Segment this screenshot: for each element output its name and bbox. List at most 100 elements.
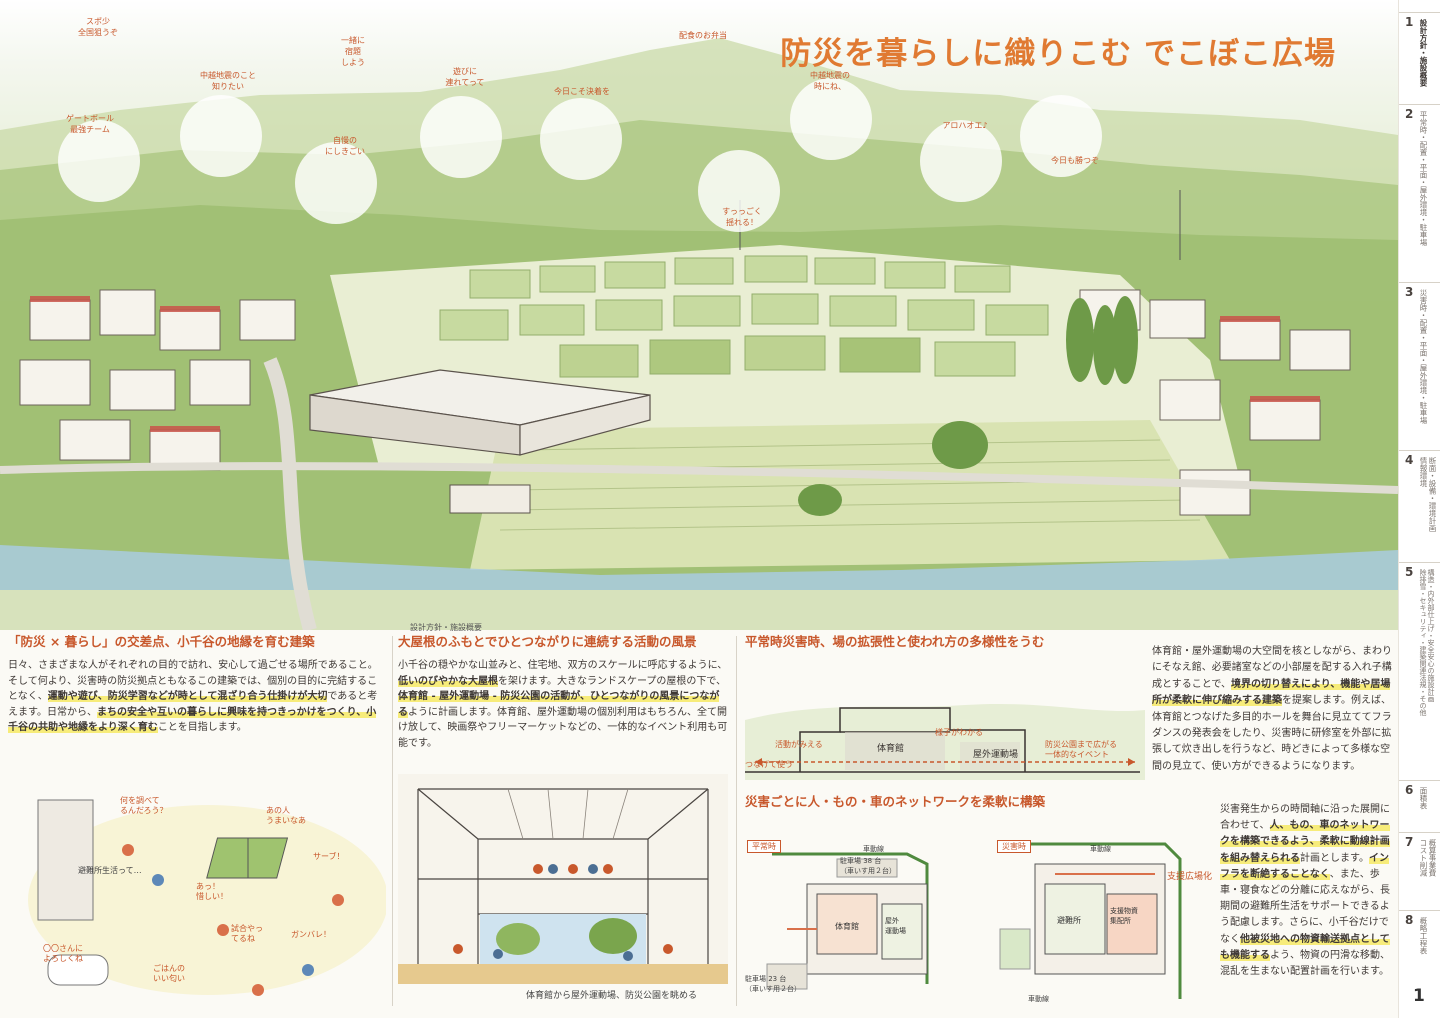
text: を提案します。例えば、体育館とつなげた多目的ホールを舞台に見立ててフラダンスの発… <box>1152 695 1392 772</box>
page-title: 防災を暮らしに織りこむ でこぼこ広場 <box>780 36 1336 72</box>
plan-label: 車動線 <box>1028 995 1049 1003</box>
plan-label: 駐車場 23 台 （車いす用２台） <box>745 975 801 993</box>
sketch-label: ガンバレ！ <box>291 930 331 939</box>
sidebar-num: 3 <box>1405 285 1414 299</box>
bubble-label: 中越地震のこと 知りたい <box>200 71 256 91</box>
sidebar-item-8[interactable]: 8 概略工程表 <box>1399 910 1440 980</box>
sidebar-num: 7 <box>1405 835 1414 849</box>
sidebar-item-5[interactable]: 5 構造・内外部仕上げ・安全安心の施設計画 除排雪・セキュリティ・建築関連法規・… <box>1399 562 1440 780</box>
bubble-label: 配食のお弁当 <box>679 31 727 40</box>
network-heading: 災害ごとに人・もの・車のネットワークを柔軟に構築 <box>745 794 1046 809</box>
bubble-label: すっっごく 揺れる！ <box>722 207 762 227</box>
sidebar-num: 8 <box>1405 913 1414 927</box>
sidebar-toc: 1 設計方針・施設概要 2 平常時・配置・平面・屋外環境・駐車場 3 災害時・配… <box>1398 0 1440 1018</box>
sketch-label: ごはんの いい匂い <box>153 964 185 983</box>
sidebar-item-1[interactable]: 1 設計方針・施設概要 <box>1399 12 1440 104</box>
normal-plan <box>766 852 929 990</box>
panel-network: 災害ごとに人・もの・車のネットワークを柔軟に構築 平常時 車動線 駐車場 38 … <box>745 794 1395 1010</box>
plan-label: 駐車場 38 台 （車いす用２台） <box>840 857 896 875</box>
expansion-heading: 平常時災害時、場の拡張性と使われ方の多様性をうむ <box>745 634 1045 649</box>
activity-sketch <box>28 799 386 996</box>
sidebar-num: 5 <box>1405 565 1414 579</box>
disaster-plan <box>999 842 1182 999</box>
expansion-body: 体育館・屋外運動場の大空間を核としながら、まわりにそなえ館、必要諸室などの小部屋… <box>1152 644 1392 775</box>
bubble-earthquake-knowledge <box>180 95 262 177</box>
sidebar-label: 平常時・配置・平面・屋外環境・駐車場 <box>1419 111 1428 246</box>
sidebar-item-6[interactable]: 6 面積表 <box>1399 780 1440 832</box>
sidebar-label: 概算事業費 コスト削減 <box>1419 839 1437 877</box>
sidebar-num: 6 <box>1405 783 1414 797</box>
bubble-label: 中越地震の 時にね、 <box>810 71 850 91</box>
interior-perspective <box>398 774 728 984</box>
sidebar-item-2[interactable]: 2 平常時・配置・平面・屋外環境・駐車場 <box>1399 104 1440 282</box>
sidebar-item-3[interactable]: 3 災害時・配置・平面・屋外環境・駐車場 <box>1399 282 1440 450</box>
sidebar-label: 概略工程表 <box>1419 917 1428 955</box>
plan-label: 避難所 <box>1057 916 1081 925</box>
bubble-label: 今日こそ決着を <box>554 87 610 96</box>
roof-body: 小千谷の穏やかな山並みと、住宅地、双方のスケールに呼応するように、低いのびやかな… <box>398 658 728 752</box>
text: 災害発生からの時間軸に沿った展開に合わせて、 <box>1220 804 1390 832</box>
sketch-label: 何を調べて るんだろう？ <box>120 796 168 815</box>
bubble-sports <box>58 120 140 202</box>
panel-expansion: 平常時災害時、場の拡張性と使われ方の多様性をうむ 活動がみえる 様子がわかる つ… <box>745 634 1395 784</box>
plan-label: 体育館 <box>835 922 859 931</box>
highlight: 低いのびやかな大屋根 <box>398 675 498 687</box>
bubble-match <box>540 98 622 180</box>
section-label: 防災公園まで広がる 一体的なイベント <box>1045 740 1117 759</box>
normal-tag: 平常時 <box>747 840 781 853</box>
bubble-label: 一緒に 宿題 しよう <box>341 36 365 67</box>
text: ことを目指します。 <box>157 722 247 734</box>
sketch-label: サーブ！ <box>313 852 345 861</box>
bubble-label: 自慢の にしきごい <box>325 136 365 156</box>
bubble-win <box>1020 95 1102 177</box>
plan-label: 屋外 運動場 <box>885 917 906 935</box>
text: 計画とします。 <box>1300 852 1369 864</box>
landscape-drawing <box>0 38 1398 630</box>
sidebar-num: 4 <box>1405 453 1414 467</box>
sidebar-num: 2 <box>1405 107 1414 121</box>
bubble-label: スポ少 全国狙うぞ <box>78 17 118 37</box>
sidebar-label: 設計方針・施設概要 <box>1419 19 1428 87</box>
sketch-label: 避難所生活って… <box>78 866 142 875</box>
bubble-play <box>420 96 502 178</box>
column-divider <box>736 636 737 1006</box>
text: よう、物資の円滑な移動、混乱を生まない配置計画を行います。 <box>1220 949 1390 978</box>
bubble-carp <box>295 142 377 224</box>
bubble-label: 今日も勝つぞ <box>1051 156 1099 165</box>
concept-heading: 「防災 × 暮らし」の交差点、小千谷の地縁を育む建築 <box>8 634 315 649</box>
section-label: 様子がわかる <box>935 728 983 737</box>
sidebar-label: 構造・内外部仕上げ・安全安心の施設計画 除排雪・セキュリティ・建築関連法規・その… <box>1419 569 1435 716</box>
text: 体育館・屋外運動場の大空間を核としながら、まわりにそなえ館、必要諸室などの小部屋… <box>1152 646 1392 690</box>
sketch-label: あっ！ 惜しい！ <box>196 882 228 901</box>
section-diagram <box>745 703 1145 780</box>
text: を架けます。大きなランドスケープの屋根の下で、 <box>498 675 726 687</box>
interior-caption: 体育館から屋外運動場、防災公園を眺める <box>526 991 698 1001</box>
sketch-label: 〇〇さんに よろしくね <box>43 944 83 963</box>
page-number: 1 <box>1413 986 1425 1006</box>
section-label: 体育館 <box>877 744 905 754</box>
text: ように計画します。体育館、屋外運動場の個別利用はもちろん、全て開け放して、映画祭… <box>398 706 728 749</box>
text: 、また、歩車・寝食などの分離に応えながら、長期間の避難所生活をサポートできるよう… <box>1220 868 1390 945</box>
sidebar-label: 断面・設備・環境計画 情報環境 <box>1419 457 1437 532</box>
highlight: 運動や遊び、防災学習などが時として混ざり合う仕掛けが大切 <box>47 691 328 703</box>
network-body: 災害発生からの時間軸に沿った展開に合わせて、人、もの、車のネットワークを構築でき… <box>1220 802 1392 980</box>
hero-illustration: スポ少 全国狙うぞ ゲートボール 最強チーム 中越地震のこと 知りたい 一緒に … <box>0 0 1398 630</box>
sketch-label: 試合やっ てるね <box>231 924 263 943</box>
bubble-shake <box>698 150 780 232</box>
bubble-label: アロハオエ♪ <box>942 121 988 130</box>
sketch-label: あの人 うまいなあ <box>266 806 306 825</box>
bubble-aloha <box>920 120 1002 202</box>
section-label: 屋外運動場 <box>973 750 1019 760</box>
plan-label: 車動線 <box>1090 845 1111 853</box>
text: であると考えます。日常から、 <box>8 691 378 718</box>
plan-label: 車動線 <box>863 845 884 853</box>
section-label: 設計方針・施設概要 <box>410 623 482 632</box>
section-label: つなげて使う <box>745 760 793 769</box>
sidebar-item-7[interactable]: 7 概算事業費 コスト削減 <box>1399 832 1440 910</box>
roof-heading: 大屋根のふもとでひとつながりに連続する活動の風景 <box>398 634 697 649</box>
concept-body: 日々、さまざまな人がそれぞれの目的で訪れ、安心して過ごせる場所であること。そして… <box>8 658 386 736</box>
panel-roof: 大屋根のふもとでひとつながりに連続する活動の風景 小千谷の穏やかな山並みと、住宅… <box>398 634 728 1010</box>
section-label: 活動がみえる <box>775 740 823 749</box>
bubble-label: ゲートボール 最強チーム <box>66 114 114 134</box>
sidebar-item-4[interactable]: 4 断面・設備・環境計画 情報環境 <box>1399 450 1440 562</box>
